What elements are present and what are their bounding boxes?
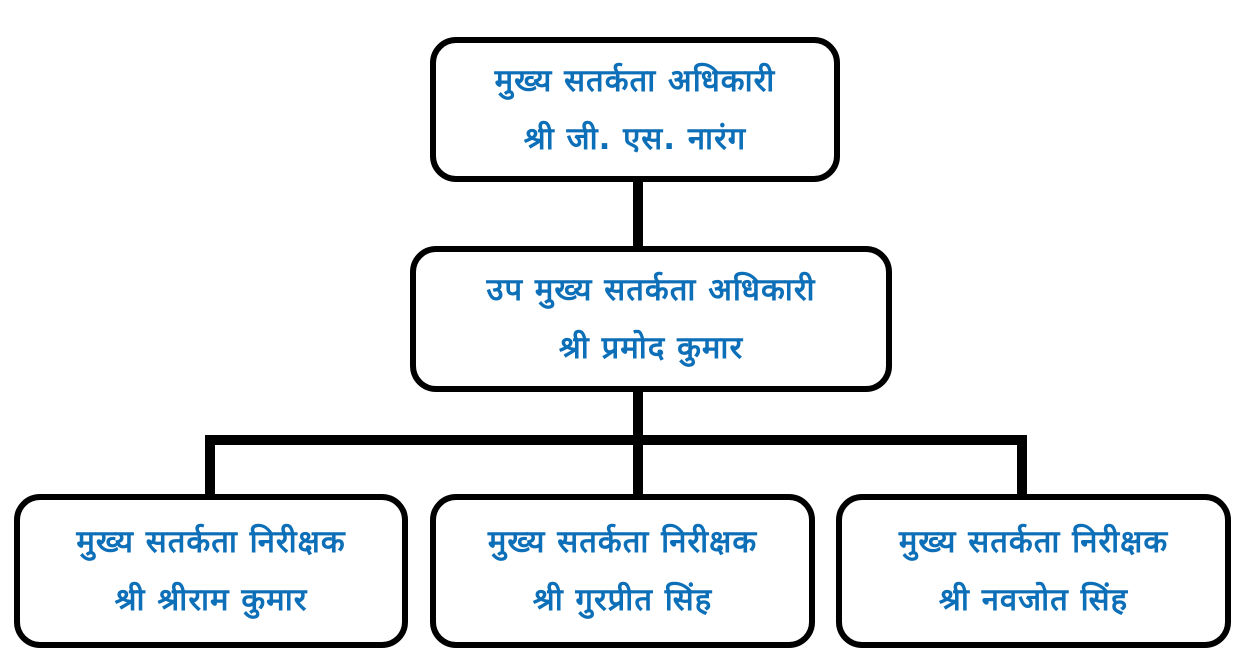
connector-top-to-deputy bbox=[633, 176, 643, 252]
chief-vigilance-officer-name: श्री जी. एस. नारंग bbox=[523, 120, 747, 157]
inspector-title-3: मुख्य सतर्कता निरीक्षक bbox=[898, 524, 1169, 560]
connector-horizontal-bar bbox=[205, 435, 1027, 445]
inspector-name-3: श्री नवजोत सिंह bbox=[938, 582, 1129, 618]
deputy-chief-vigilance-officer-box: उप मुख्य सतर्कता अधिकारी श्री प्रमोद कुम… bbox=[410, 246, 892, 392]
inspector-box-3: मुख्य सतर्कता निरीक्षक श्री नवजोत सिंह bbox=[836, 494, 1231, 648]
connector-right-drop bbox=[1017, 435, 1027, 500]
connector-left-drop bbox=[205, 435, 215, 500]
chief-vigilance-officer-title: मुख्य सतर्कता अधिकारी bbox=[494, 62, 776, 99]
inspector-name-1: श्री श्रीराम कुमार bbox=[114, 582, 308, 618]
chief-vigilance-officer-box: मुख्य सतर्कता अधिकारी श्री जी. एस. नारंग bbox=[430, 37, 840, 182]
inspector-name-2: श्री गुरप्रीत सिंह bbox=[532, 582, 713, 618]
inspector-box-2: मुख्य सतर्कता निरीक्षक श्री गुरप्रीत सिं… bbox=[430, 494, 815, 648]
deputy-chief-vigilance-officer-name: श्री प्रमोद कुमार bbox=[558, 330, 744, 366]
inspector-box-1: मुख्य सतर्कता निरीक्षक श्री श्रीराम कुमा… bbox=[14, 494, 408, 648]
inspector-title-1: मुख्य सतर्कता निरीक्षक bbox=[76, 524, 346, 560]
deputy-chief-vigilance-officer-title: उप मुख्य सतर्कता अधिकारी bbox=[486, 272, 816, 308]
inspector-title-2: मुख्य सतर्कता निरीक्षक bbox=[487, 524, 758, 560]
